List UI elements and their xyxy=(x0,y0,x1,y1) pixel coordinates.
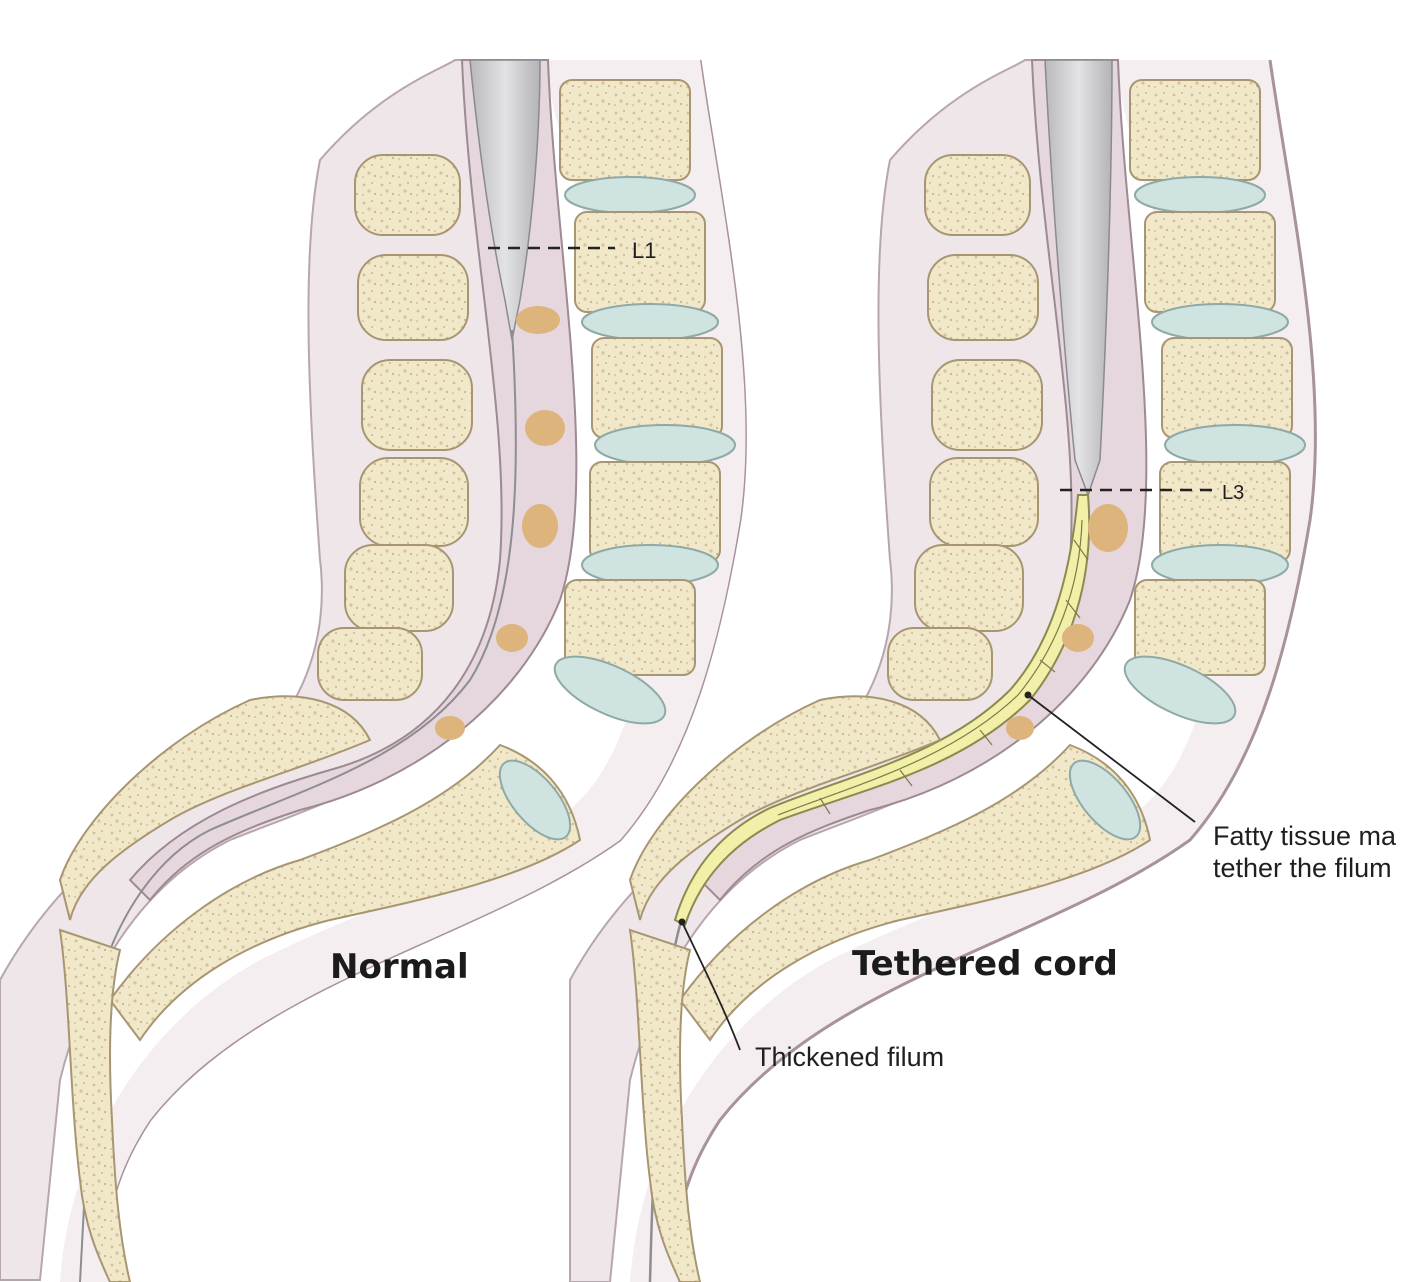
tethered-spinous-process xyxy=(915,545,1023,631)
tethered-vertebral-body xyxy=(1145,212,1275,312)
tethered-spinous-process xyxy=(925,155,1030,235)
normal-fat-pad xyxy=(522,504,558,548)
thickened-filum-callout: Thickened filum xyxy=(755,1042,944,1072)
normal-disc xyxy=(595,425,735,465)
fatty-tissue-leader-dot xyxy=(1025,692,1032,699)
normal-spinous-process xyxy=(318,628,422,700)
normal-vertebral-body xyxy=(592,338,722,438)
normal-fat-pad xyxy=(516,306,560,334)
tethered-disc xyxy=(1165,425,1305,465)
tethered-disc xyxy=(1135,177,1265,213)
tethered-fat-pad xyxy=(1006,716,1034,740)
tethered-vertebral-body xyxy=(1162,338,1292,438)
normal-vertebral-body xyxy=(560,80,690,180)
normal-spinous-process xyxy=(360,458,468,546)
tethered-disc xyxy=(1152,304,1288,340)
normal-spinous-process xyxy=(362,360,472,450)
tethered-fat-pad xyxy=(1088,504,1128,552)
tethered-spinous-process xyxy=(930,458,1038,546)
normal-spinous-process xyxy=(355,155,460,235)
normal-fat-pad xyxy=(435,716,465,740)
normal-disc xyxy=(565,177,695,213)
normal-disc xyxy=(582,304,718,340)
tethered-spinous-process xyxy=(888,628,992,700)
fatty-tissue-callout-line1: Fatty tissue ma xyxy=(1213,821,1397,851)
normal-fat-pad xyxy=(496,624,528,652)
normal-panel-title: Normal xyxy=(330,947,469,987)
tethered-vertebral-body xyxy=(1130,80,1260,180)
fatty-tissue-callout-line2: tether the filum xyxy=(1213,853,1392,883)
normal-spinous-process xyxy=(345,545,453,631)
l1-marker-label: L1 xyxy=(632,238,656,263)
tethered-fat-pad xyxy=(1062,624,1094,652)
normal-spine-panel: L1 Normal xyxy=(0,60,745,1282)
thickened-filum-leader-dot xyxy=(679,919,686,926)
normal-fat-pad xyxy=(525,410,565,446)
tethered-spinous-process xyxy=(932,360,1042,450)
tethered-spinous-process xyxy=(928,255,1038,340)
l3-marker-label: L3 xyxy=(1222,482,1244,504)
tethered-panel-title: Tethered cord xyxy=(852,944,1118,984)
normal-spinous-process xyxy=(358,255,468,340)
